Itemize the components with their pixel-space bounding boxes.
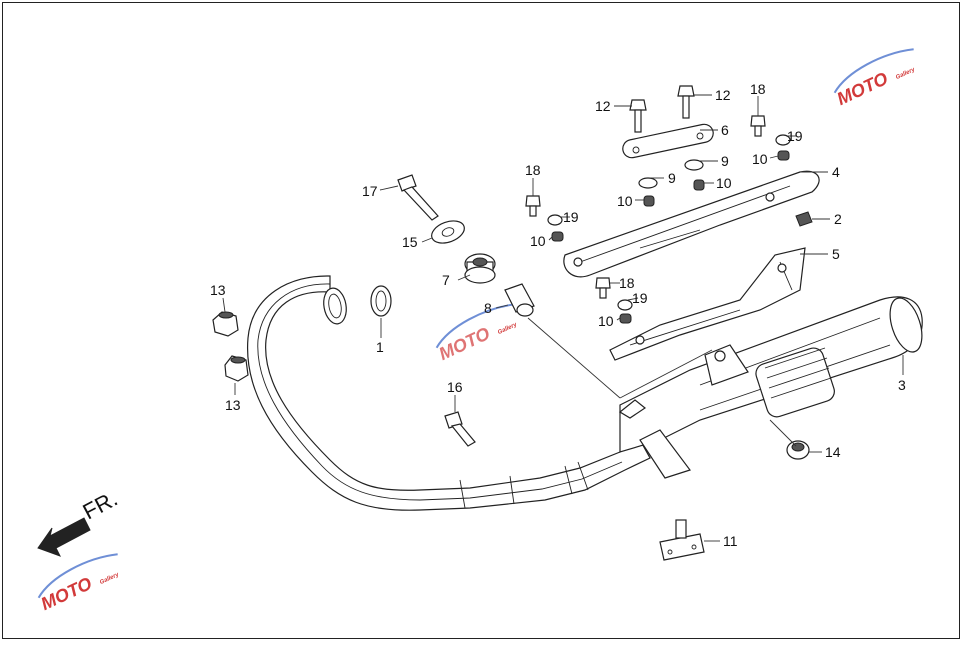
- part-9-grommet-left: [638, 177, 658, 189]
- callout-9-right: 9: [721, 153, 729, 169]
- part-9-grommet-right: [684, 159, 704, 171]
- part-13-nut-upper: [212, 311, 239, 337]
- part-18-bolt-a: [525, 195, 541, 217]
- part-10-collar-d: [619, 313, 632, 324]
- part-13-nut-lower: [224, 355, 249, 382]
- callout-18-a: 18: [525, 162, 541, 178]
- callout-leader-lines: [222, 94, 904, 542]
- part-19-washer-a: [547, 214, 563, 226]
- part-2-clip: [795, 211, 813, 227]
- part-10-collar-e: [777, 150, 790, 161]
- watermark-center: MOTO Gallery: [435, 303, 519, 364]
- exhaust-header-pipe: [246, 275, 651, 511]
- callout-17: 17: [362, 183, 378, 199]
- callout-15: 15: [402, 234, 418, 250]
- callout-3: 3: [898, 377, 906, 393]
- watermark-text: MOTO: [834, 68, 891, 109]
- part-18-bolt-c: [750, 115, 766, 137]
- callout-19-c: 19: [787, 128, 803, 144]
- muffler-mount-bracket: [639, 429, 691, 479]
- part-12-bolt-right: [677, 85, 695, 119]
- part-15-washer: [431, 220, 465, 244]
- watermark-text: MOTO: [38, 573, 95, 614]
- part-7-rubber-bushing: [464, 253, 496, 284]
- callout-19-b: 19: [632, 290, 648, 306]
- watermark-swoosh: [833, 48, 914, 94]
- watermark-swoosh: [37, 553, 118, 599]
- callout-10-e: 10: [752, 151, 768, 167]
- front-direction-label: FR.: [79, 486, 122, 525]
- watermark-text: MOTO: [436, 323, 493, 364]
- callout-4: 4: [832, 164, 840, 180]
- watermark-bottom-left: MOTO Gallery: [37, 553, 121, 614]
- callout-6: 6: [721, 122, 729, 138]
- part-18-bolt-b: [595, 277, 611, 299]
- part-10-collar-a: [643, 195, 655, 207]
- callout-5: 5: [832, 246, 840, 262]
- part-6-bracket-plate: [622, 123, 714, 159]
- callout-11: 11: [723, 533, 738, 549]
- watermark-subtext: Gallery: [99, 572, 121, 586]
- part-16-bolt: [444, 411, 476, 447]
- part-19-washer-b: [617, 299, 633, 311]
- callout-19-a: 19: [563, 209, 579, 225]
- callout-18-c: 18: [750, 81, 766, 97]
- watermark-subtext: Gallery: [497, 322, 519, 336]
- muffler-body: [618, 296, 923, 479]
- part-8-spacer-collar: [504, 283, 535, 317]
- callout-12-left: 12: [595, 98, 611, 114]
- callout-13-upper: 13: [210, 282, 226, 298]
- callout-labels: 1 2 3 4 5 6 7 8 9 9 10 10 10 10 10 11 12…: [210, 81, 906, 549]
- callout-7: 7: [442, 272, 450, 288]
- callout-18-b: 18: [619, 275, 635, 291]
- muffler-end-cap: [889, 297, 923, 353]
- part-19-washer-c: [775, 134, 791, 146]
- part-10-collar-b: [693, 179, 705, 191]
- callout-8: 8: [484, 300, 492, 316]
- callout-10-c: 10: [530, 233, 546, 249]
- callout-10-b: 10: [716, 175, 732, 191]
- part-14-flange-nut: [786, 440, 810, 460]
- callout-13-lower: 13: [225, 397, 241, 413]
- part-11-sensor-block: [659, 519, 705, 561]
- watermark-subtext: Gallery: [895, 67, 917, 81]
- callout-12-right: 12: [715, 87, 731, 103]
- watermark-top-right: MOTO Gallery: [833, 48, 917, 109]
- part-17-long-bolt: [397, 174, 439, 221]
- callout-9-left: 9: [668, 170, 676, 186]
- callout-14: 14: [825, 444, 841, 460]
- muffler-heat-shield-vents: [755, 347, 835, 418]
- front-direction-arrow-icon: FR.: [37, 486, 122, 557]
- callout-2: 2: [834, 211, 842, 227]
- heat-shield-lower: [609, 247, 806, 361]
- part-12-bolt-left: [629, 99, 647, 133]
- callout-10-d: 10: [598, 313, 614, 329]
- callout-10-a: 10: [617, 193, 633, 209]
- part-1-exhaust-gasket: [370, 285, 392, 317]
- callout-1: 1: [376, 339, 384, 355]
- callout-16: 16: [447, 379, 463, 395]
- part-10-collar-c: [551, 231, 564, 242]
